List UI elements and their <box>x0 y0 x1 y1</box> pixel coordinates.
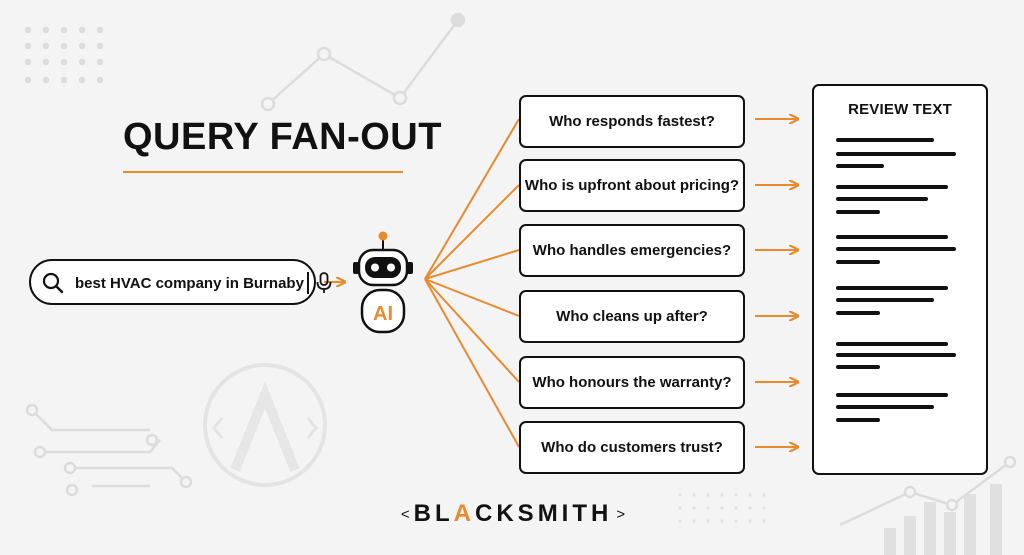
bar-graph-bottom-right <box>884 484 1002 555</box>
text-line <box>836 405 934 409</box>
text-line <box>836 353 956 357</box>
text-line <box>836 286 948 290</box>
text-line <box>836 365 880 369</box>
title-underline <box>123 171 403 173</box>
ai-robot: AI <box>348 228 418 336</box>
logo-left-chevron: < <box>400 505 410 523</box>
question-box: Who handles emergencies? <box>519 224 745 277</box>
text-line <box>836 152 956 156</box>
text-line <box>836 311 880 315</box>
question-box: Who do customers trust? <box>519 421 745 474</box>
line-graph-top <box>260 12 466 112</box>
question-box: Who cleans up after? <box>519 290 745 343</box>
logo-accent-letter: A <box>453 500 476 527</box>
trend-line-bottom-right <box>839 455 1017 527</box>
question-box: Who responds fastest? <box>519 95 745 148</box>
text-line <box>836 342 948 346</box>
dot-grid-bottom <box>678 493 766 523</box>
microphone-icon[interactable] <box>315 271 333 295</box>
text-line <box>836 260 880 264</box>
review-text-panel: REVIEW TEXT <box>812 84 988 475</box>
ai-label: AI <box>373 303 393 325</box>
fan-line-5 <box>424 278 520 383</box>
question-box: Who is upfront about pricing? <box>519 159 745 212</box>
robot-icon <box>353 231 413 334</box>
fan-line-4 <box>424 278 520 317</box>
text-line <box>836 393 948 397</box>
text-line <box>836 185 948 189</box>
text-line <box>836 197 928 201</box>
text-line <box>836 210 880 214</box>
text-line <box>836 235 948 239</box>
logo-right-chevron: > <box>616 505 626 523</box>
watermark-logo <box>203 363 327 487</box>
search-bar[interactable]: best HVAC company in Burnaby <box>29 259 332 305</box>
logo-text-start: BL <box>413 500 454 527</box>
logo-text-end: CKSMITH <box>475 500 613 527</box>
search-query-text[interactable]: best HVAC company in Burnaby <box>75 275 304 292</box>
text-line <box>836 247 956 251</box>
text-line <box>836 298 934 302</box>
text-line <box>836 418 880 422</box>
review-panel-title: REVIEW TEXT <box>848 101 952 118</box>
fan-line-6 <box>424 278 520 448</box>
search-icon[interactable] <box>42 272 64 294</box>
text-line <box>836 164 884 168</box>
fan-line-3 <box>424 249 520 280</box>
page-title: QUERY FAN-OUT <box>123 116 442 158</box>
fan-line-2 <box>424 184 520 280</box>
text-cursor <box>307 272 309 294</box>
text-line <box>836 138 934 142</box>
question-box: Who honours the warranty? <box>519 356 745 409</box>
circuit-lines-bottom-left <box>25 403 193 497</box>
fan-line-1 <box>424 118 520 280</box>
dot-grid-top-left <box>24 26 104 84</box>
